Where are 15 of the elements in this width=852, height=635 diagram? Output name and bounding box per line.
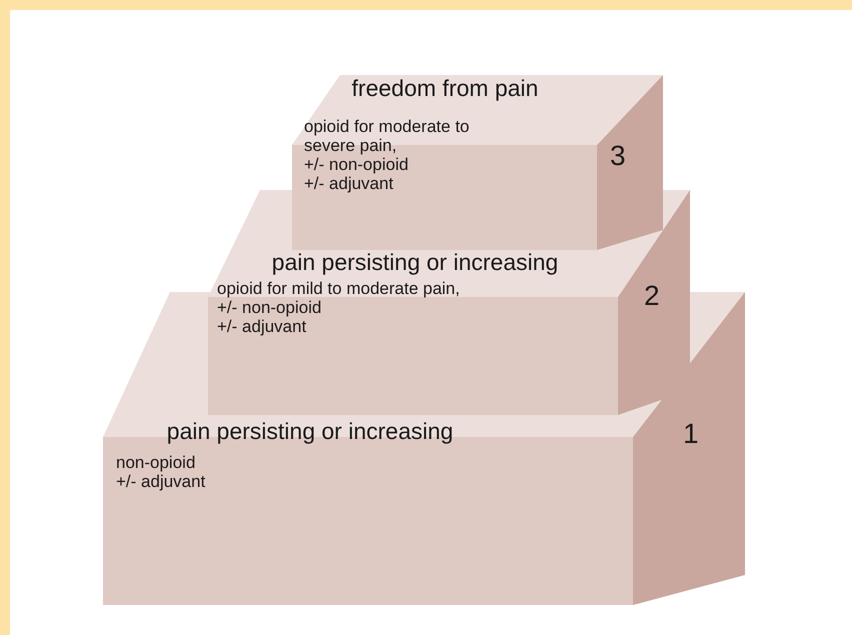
step-heading: pain persisting or increasing [166,417,454,446]
step-description: non-opioid [116,453,196,472]
step-number: 3 [610,142,626,170]
step-description: +/- non-opioid [217,298,322,317]
step-heading: pain persisting or increasing [270,248,560,277]
step-number: 2 [644,282,660,310]
step-heading: freedom from pain [350,74,540,103]
step-description: +/- adjuvant [304,174,394,193]
step-description: +/- non-opioid [304,155,410,174]
step-description: opioid for mild to moderate pain, [217,279,461,298]
step-description: opioid for moderate to severe pain, [304,117,470,155]
step-block [292,75,663,250]
step-description: +/- adjuvant [116,472,206,491]
step-number: 1 [683,420,699,448]
step-description: +/- adjuvant [217,317,308,336]
